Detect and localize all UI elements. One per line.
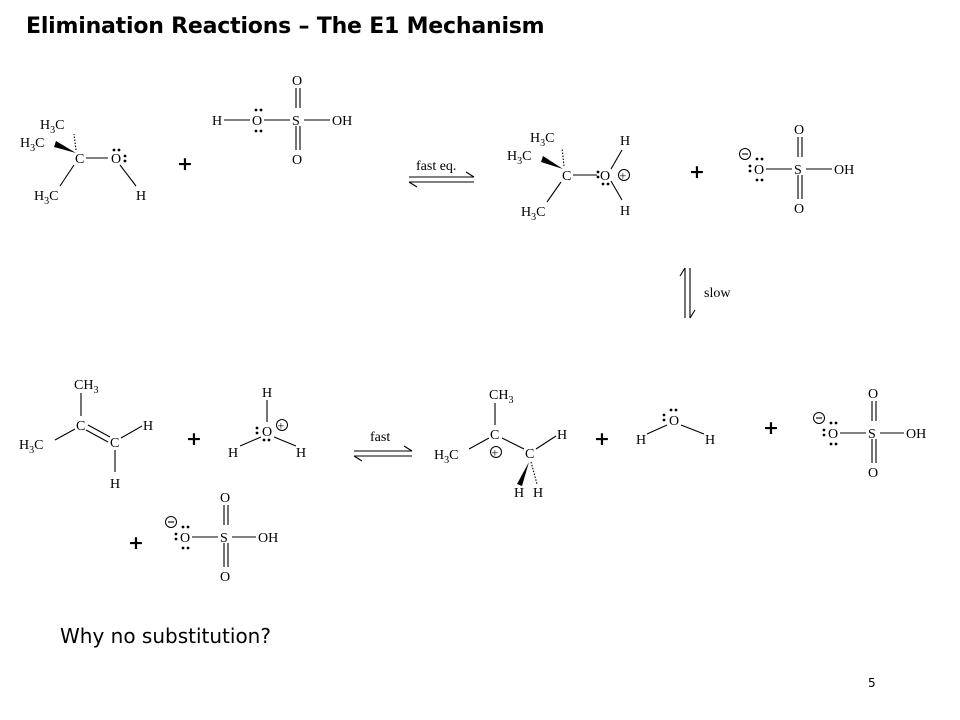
svg-text:H: H (136, 189, 146, 204)
svg-text:O: O (180, 531, 190, 546)
question-text: Why no substitution? (60, 624, 271, 648)
svg-text:O: O (754, 163, 764, 178)
svg-text:H: H (228, 446, 238, 461)
svg-text:OH: OH (906, 427, 926, 442)
svg-text:H3C: H3C (34, 189, 58, 207)
svg-text:O: O (220, 491, 230, 506)
svg-text:H: H (110, 477, 120, 492)
positive-charge: + (620, 169, 627, 183)
svg-text:S: S (794, 163, 802, 178)
svg-text:H: H (620, 134, 630, 149)
svg-text:OH: OH (834, 163, 854, 178)
plus-sign: + (594, 428, 610, 450)
svg-text:CH3: CH3 (489, 388, 513, 406)
svg-text:O: O (600, 169, 610, 184)
svg-text:H3C: H3C (521, 205, 545, 223)
tert-butanol: H3C H3C H3C C O H (20, 118, 146, 207)
svg-text:H: H (514, 486, 524, 501)
water: O H H (636, 408, 715, 448)
equilibrium-arrow-fast-eq: fast eq. (408, 159, 475, 188)
page-number: 5 (868, 676, 876, 690)
svg-text:C: C (110, 436, 119, 451)
equilibrium-arrow-slow: slow (679, 267, 731, 319)
svg-text:O: O (794, 123, 804, 138)
svg-text:C: C (562, 169, 571, 184)
svg-text:O: O (292, 74, 302, 89)
svg-text:CH3: CH3 (74, 378, 98, 396)
arrow-label-fast-eq: fast eq. (416, 159, 456, 174)
bisulfate-ion: O S O O OH (739, 123, 854, 217)
svg-text:S: S (868, 427, 876, 442)
page-title: Elimination Reactions – The E1 Mechanism (26, 14, 545, 39)
svg-text:H3C: H3C (20, 136, 44, 154)
tert-butyl-carbocation: CH3 C H3C C H H H + (434, 388, 567, 501)
hydronium-ion: H O H H + (228, 386, 306, 461)
svg-text:O: O (262, 425, 272, 440)
positive-charge: + (492, 446, 499, 460)
svg-text:H: H (533, 486, 543, 501)
bisulfate-ion: O S O O OH (813, 387, 926, 481)
positive-charge: + (278, 419, 285, 433)
plus-sign: + (186, 428, 202, 450)
svg-text:H: H (620, 204, 630, 219)
plus-sign: + (689, 161, 705, 183)
svg-text:H: H (296, 446, 306, 461)
svg-text:H: H (636, 433, 646, 448)
svg-text:O: O (828, 427, 838, 442)
svg-text:O: O (868, 387, 878, 402)
bisulfate-ion: O S O O OH (165, 491, 278, 585)
protonated-alcohol: H3C H3C H3C C O H H + (507, 131, 630, 223)
svg-text:O: O (292, 153, 302, 168)
svg-text:O: O (868, 466, 878, 481)
plus-sign: + (128, 532, 144, 554)
svg-text:H: H (262, 386, 272, 401)
svg-text:C: C (525, 447, 534, 462)
svg-text:H3C: H3C (434, 448, 458, 466)
svg-text:H: H (705, 433, 715, 448)
isobutylene: CH3 C H3C C H H (19, 378, 153, 492)
svg-text:S: S (292, 114, 300, 129)
plus-sign: + (177, 153, 193, 175)
svg-text:C: C (76, 419, 85, 434)
svg-text:C: C (490, 428, 499, 443)
svg-text:OH: OH (332, 114, 352, 129)
sulfuric-acid: H O S O O OH (212, 74, 352, 168)
svg-text:OH: OH (258, 531, 278, 546)
svg-text:H: H (212, 114, 222, 129)
svg-text:H3C: H3C (507, 149, 531, 167)
svg-text:O: O (794, 202, 804, 217)
arrow-label-fast: fast (370, 430, 390, 445)
svg-text:O: O (220, 570, 230, 585)
svg-text:H3C: H3C (530, 131, 554, 149)
svg-text:C: C (75, 152, 84, 167)
svg-text:H: H (143, 419, 153, 434)
svg-text:H3C: H3C (19, 438, 43, 456)
svg-text:O: O (252, 114, 262, 129)
equilibrium-arrow-fast: fast (353, 430, 413, 462)
svg-text:H: H (557, 428, 567, 443)
plus-sign: + (763, 417, 779, 439)
svg-text:H3C: H3C (40, 118, 64, 136)
svg-text:O: O (111, 152, 121, 167)
svg-text:O: O (669, 414, 679, 429)
svg-text:S: S (220, 531, 228, 546)
arrow-label-slow: slow (704, 286, 731, 301)
